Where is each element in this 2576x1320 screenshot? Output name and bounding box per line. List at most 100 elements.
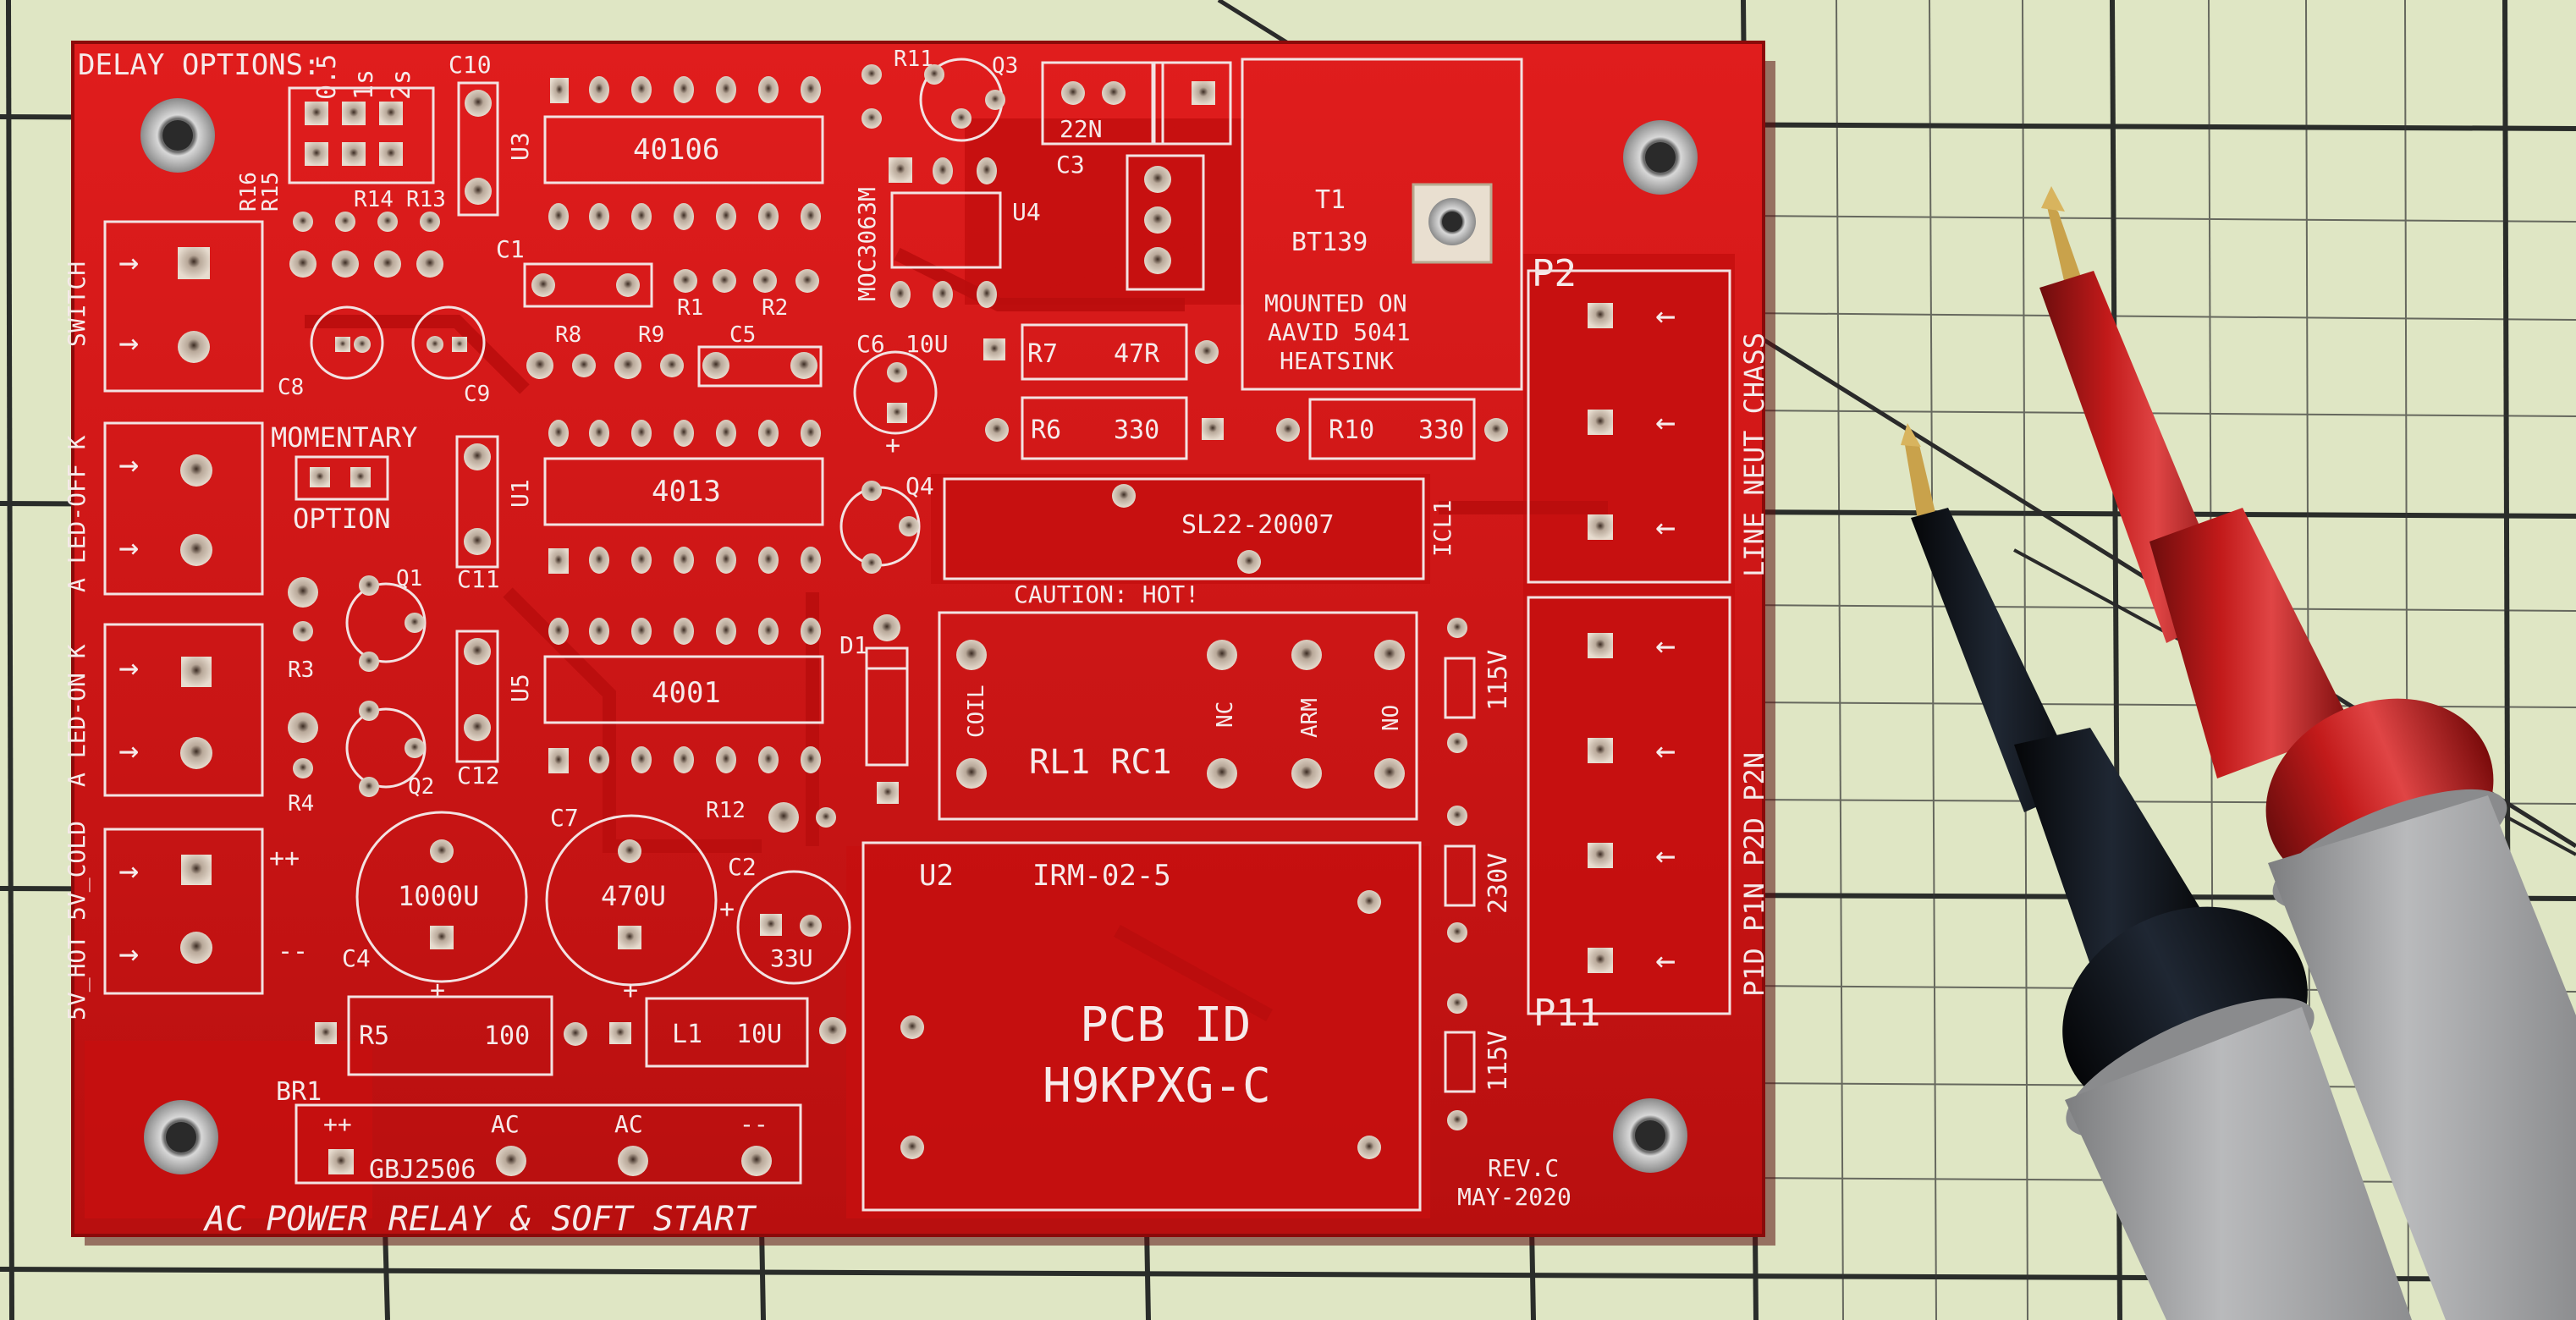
c7-val: 470U xyxy=(601,880,666,912)
relay-nc: NC xyxy=(1213,701,1238,728)
u1-part: 4013 xyxy=(652,475,721,509)
pcb-id-label: PCB ID xyxy=(1080,998,1251,1053)
c3-label: C3 xyxy=(1056,151,1085,179)
svg-text:→: → xyxy=(118,445,139,484)
c10-label: C10 xyxy=(449,51,492,79)
delay-opt-1s: 1s xyxy=(350,69,379,100)
black-test-probe xyxy=(1901,423,2412,1320)
p11-terminal: ←←←← xyxy=(1588,626,1676,980)
r13-r16-pads xyxy=(289,212,443,278)
led-off-label: A LED-OFF K xyxy=(63,435,91,592)
board-rev: REV.C xyxy=(1488,1154,1559,1182)
svg-text:→: → xyxy=(118,731,139,770)
relay-name: RL1 RC1 xyxy=(1029,743,1172,782)
power-label: 5V_HOT 5V_COLD xyxy=(63,821,91,1020)
r8-r9-c5-pads xyxy=(526,352,817,379)
u3-part: 40106 xyxy=(633,133,719,167)
u3-label: U3 xyxy=(506,132,534,161)
br1-pp: ++ xyxy=(323,1110,352,1138)
u1-pins xyxy=(548,420,821,574)
c4-plus: + xyxy=(430,976,445,1005)
svg-text:→: → xyxy=(118,528,139,567)
r9-label: R9 xyxy=(638,322,664,348)
copper-pours xyxy=(85,118,1735,1218)
br1-pins xyxy=(328,1146,772,1176)
svg-text:→: → xyxy=(118,648,139,687)
r2-label: R2 xyxy=(762,295,788,321)
r10-val: 330 xyxy=(1418,415,1464,445)
power-mm: -- xyxy=(278,937,308,966)
c7-label: C7 xyxy=(550,804,579,832)
c1-label: C1 xyxy=(496,235,525,263)
svg-text:→: → xyxy=(118,851,139,890)
d1-label: D1 xyxy=(839,631,868,659)
c6-label: C6 xyxy=(856,330,885,358)
r6-val: 330 xyxy=(1114,415,1159,445)
led-on-label: A LED-ON K xyxy=(63,644,91,787)
r7-val: 47R xyxy=(1114,339,1160,369)
c4-label: C4 xyxy=(342,944,371,972)
c2-val: 33U xyxy=(770,944,813,972)
q4-label: Q4 xyxy=(905,472,934,500)
svg-text:←: ← xyxy=(1655,836,1676,875)
mounting-holes xyxy=(140,98,1698,1174)
c8-label: C8 xyxy=(278,375,304,400)
jumper-115v-bot: 115V xyxy=(1483,1031,1513,1092)
r12-label: R12 xyxy=(706,798,746,823)
relay-pins xyxy=(956,640,1405,789)
relay-coil: COIL xyxy=(964,685,989,738)
q3-r11-pads xyxy=(861,64,1005,129)
c6-val: 10U xyxy=(905,330,949,358)
c11-label: C11 xyxy=(457,565,500,593)
c6-plus: + xyxy=(885,431,900,460)
r3-label: R3 xyxy=(288,657,314,683)
c8-c9-pads xyxy=(335,336,467,353)
u4-pins xyxy=(889,157,997,308)
p2-pin-labels: LINE NEUT CHASS xyxy=(1738,333,1770,577)
switch-terminal: →→ xyxy=(118,243,210,363)
heatsink-line2: AAVID 5041 xyxy=(1268,318,1411,346)
u1-label: U1 xyxy=(506,479,534,508)
u5-label: U5 xyxy=(506,674,534,702)
c2-plus: + xyxy=(719,894,735,924)
icl1-label: ICL1 xyxy=(1428,500,1456,557)
delay-opt-2s: 2s xyxy=(387,69,416,100)
u2-label: U2 xyxy=(919,859,954,893)
p2-label: P2 xyxy=(1532,252,1577,295)
svg-text:→: → xyxy=(118,243,139,282)
delay-opt-05: 0.5 xyxy=(312,54,342,100)
momentary-line1: MOMENTARY xyxy=(271,421,417,454)
br1-ref: BR1 xyxy=(276,1077,322,1107)
c4-val: 1000U xyxy=(398,880,479,912)
br1-mm: -- xyxy=(740,1110,768,1138)
u4-part: MOC3063M xyxy=(853,187,881,301)
pcb-id: H9KPXG-C xyxy=(1043,1059,1271,1114)
u5-part: 4001 xyxy=(652,676,721,710)
caution-label: CAUTION: HOT! xyxy=(1014,580,1199,608)
q2-label: Q2 xyxy=(408,774,434,800)
svg-text:←: ← xyxy=(1655,731,1676,770)
r4-label: R4 xyxy=(288,791,314,817)
switch-label: SWITCH xyxy=(63,261,91,347)
red-test-probe xyxy=(2039,186,2576,1320)
u2-pins xyxy=(900,890,1381,1159)
br1-ac1: AC xyxy=(491,1110,520,1138)
relay-no: NO xyxy=(1379,705,1404,731)
svg-text:←: ← xyxy=(1655,296,1676,335)
svg-text:←: ← xyxy=(1655,508,1676,547)
t1-pads xyxy=(1144,166,1171,274)
t1-part: BT139 xyxy=(1291,228,1368,257)
relay-arm: ARM xyxy=(1297,698,1323,738)
br1-ac2: AC xyxy=(614,1110,643,1138)
t1-ref: T1 xyxy=(1315,185,1346,215)
u5-pins xyxy=(548,618,821,773)
r6-label: R6 xyxy=(1031,415,1061,445)
br1-part: GBJ2506 xyxy=(369,1155,476,1185)
q3-label: Q3 xyxy=(992,53,1018,79)
r1-label: R1 xyxy=(677,295,703,321)
delay-jumper-pads xyxy=(305,102,403,166)
board-title: AC POWER RELAY & SOFT START xyxy=(202,1200,757,1239)
c9-label: C9 xyxy=(464,382,490,407)
r10-label: R10 xyxy=(1329,415,1374,445)
